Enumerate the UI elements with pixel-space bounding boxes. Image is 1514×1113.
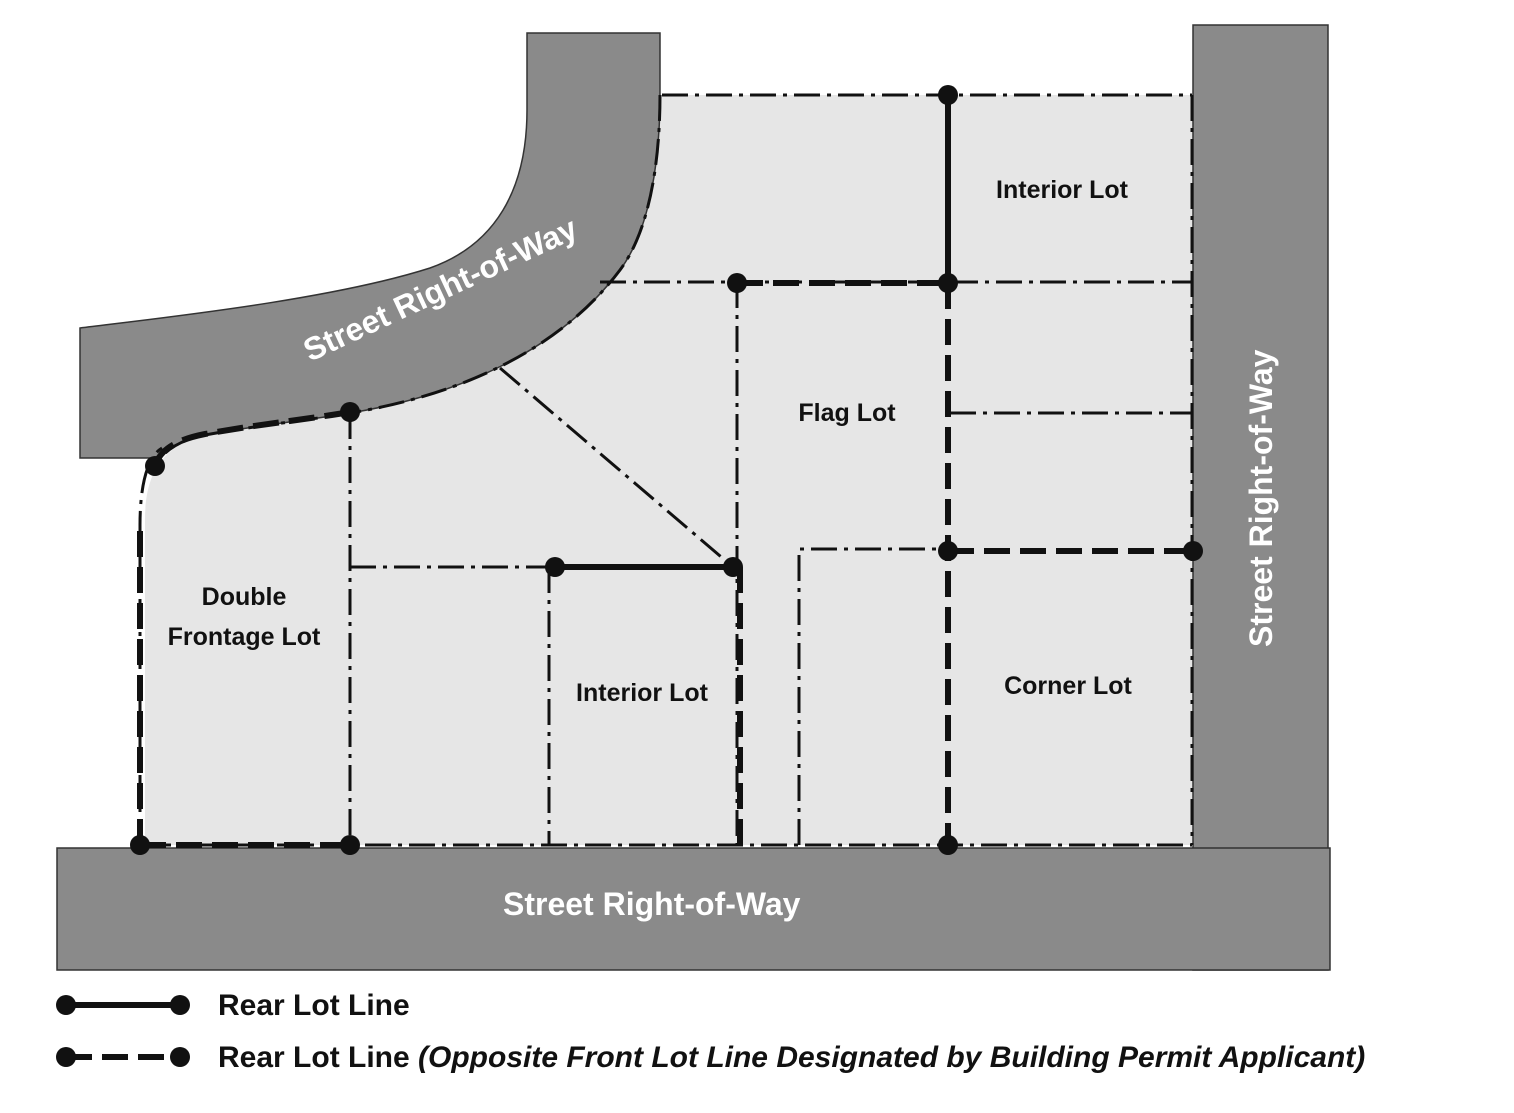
node <box>938 835 958 855</box>
legend: Rear Lot Line Rear Lot Line (Opposite Fr… <box>56 989 1365 1074</box>
lot-label-interior-center: Interior Lot <box>576 679 709 707</box>
south-street <box>56 847 1331 971</box>
rear-lot-lines-dashed <box>137 280 1193 848</box>
node <box>727 273 747 293</box>
node <box>938 85 958 105</box>
lot-area <box>145 95 1195 845</box>
node <box>145 456 165 476</box>
rear-lot-lines-solid <box>555 95 951 570</box>
lot-label-corner: Corner Lot <box>1004 672 1132 700</box>
node <box>938 273 958 293</box>
node <box>340 402 360 422</box>
lot-line-diagonal <box>499 366 734 569</box>
legend-node <box>56 1047 76 1067</box>
legend-node <box>170 1047 190 1067</box>
street-label-east: Street Right-of-Way <box>1243 349 1279 647</box>
lot-label-double-frontage-2: Frontage Lot <box>168 623 321 651</box>
lot-label-double-frontage-1: Double <box>202 583 287 611</box>
lot-label-flag: Flag Lot <box>798 399 896 427</box>
legend-dashed-main: Rear Lot Line <box>218 1041 418 1074</box>
legend-dashed-note: (Opposite Front Lot Line Designated by B… <box>418 1041 1365 1074</box>
street-label-south: Street Right-of-Way <box>503 886 801 922</box>
node <box>1183 541 1203 561</box>
node <box>130 835 150 855</box>
legend-dashed-label: Rear Lot Line (Opposite Front Lot Line D… <box>218 1041 1365 1074</box>
node <box>340 835 360 855</box>
legend-node <box>170 995 190 1015</box>
rear-dashed-double-frontage-curve <box>152 409 351 468</box>
line-endpoints <box>130 85 1203 855</box>
legend-node <box>56 995 76 1015</box>
node <box>723 557 743 577</box>
node <box>545 557 565 577</box>
lot-line-corner-west <box>797 547 948 845</box>
lot-line-west-curve <box>138 446 163 845</box>
node <box>938 541 958 561</box>
lot-label-interior-ne: Interior Lot <box>996 176 1129 204</box>
legend-solid-label: Rear Lot Line <box>218 989 410 1022</box>
